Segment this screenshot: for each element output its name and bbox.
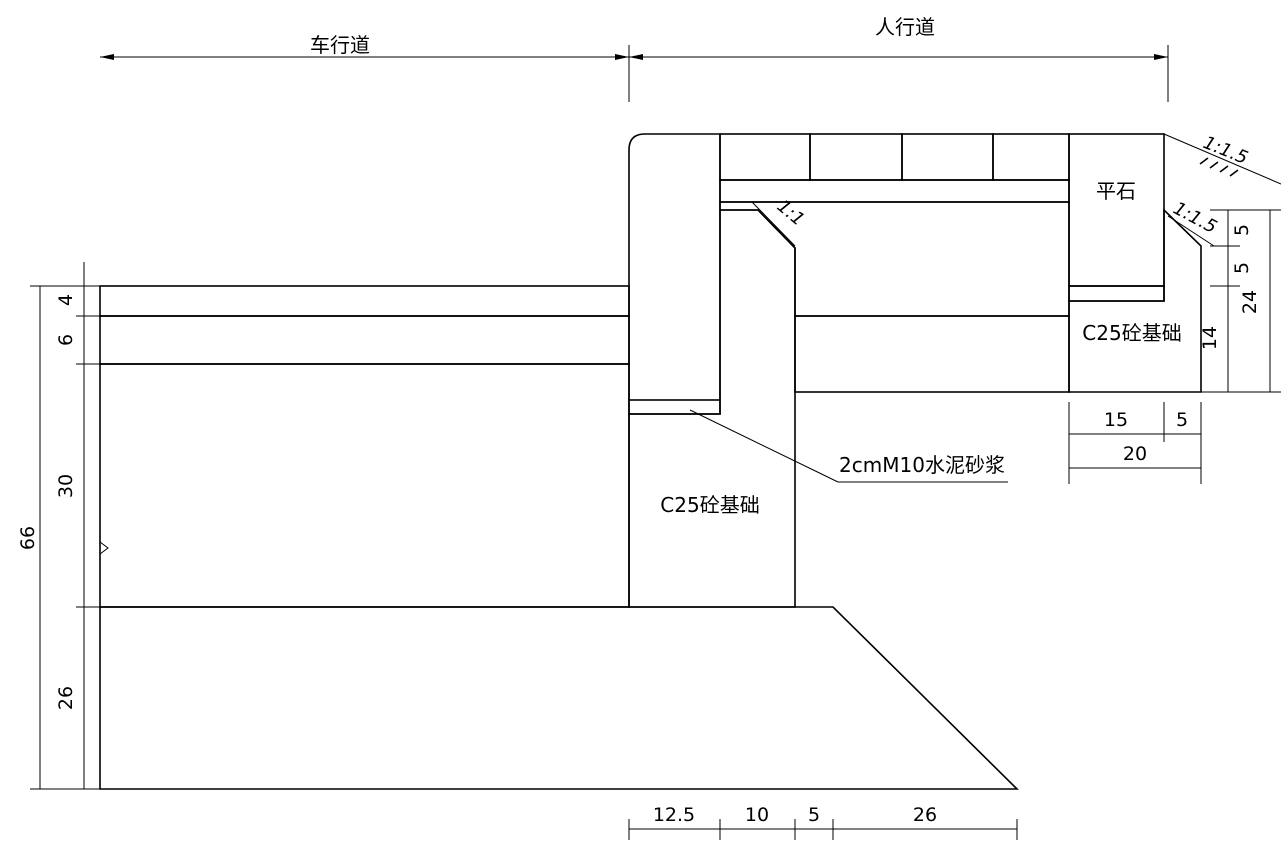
gravel-subbase — [99, 606, 1019, 790]
mortar-label: 2cmM10水泥砂浆 — [839, 453, 1005, 477]
dim-30: 30 — [55, 474, 77, 498]
dim-26-bottom: 26 — [913, 804, 937, 826]
flat-stone-base-label: C25砼基础 — [1082, 321, 1181, 345]
flat-stone-label: 平石 — [1096, 179, 1136, 203]
sidewalk-paving-block-2 — [809, 133, 903, 181]
flat-stone — [1068, 133, 1165, 287]
dim-66: 66 — [17, 526, 39, 550]
break-mark — [99, 541, 109, 555]
dim-6: 6 — [55, 334, 77, 346]
sidewalk-paving-block-4 — [992, 133, 1070, 181]
sidewalk-dim-arrow-right — [1154, 54, 1168, 60]
dim-15: 15 — [1104, 409, 1128, 431]
dim-20: 20 — [1123, 443, 1147, 465]
curb-stone — [628, 133, 721, 400]
sidewalk-paving-block-1 — [719, 133, 811, 181]
roadway-dim-arrow-right — [615, 54, 629, 60]
slope-hatch — [1199, 157, 1239, 177]
flat-stone-mortar — [1068, 285, 1165, 302]
concrete-base-layer — [99, 363, 630, 608]
dim-12-5: 12.5 — [653, 804, 695, 826]
slope-line-mid — [1167, 215, 1215, 247]
slope-line-top — [1163, 133, 1281, 185]
roadway-label: 车行道 — [310, 33, 370, 57]
sidewalk-paving-block-3 — [901, 133, 994, 181]
surface-layer-6cm — [99, 315, 630, 365]
dim-5-bottom: 5 — [808, 804, 820, 826]
curb-slope-line — [751, 201, 796, 247]
curb-base-label: C25砼基础 — [660, 493, 759, 517]
dim-5-upper: 5 — [1231, 224, 1253, 236]
slope-label-top: 1:1.5 — [1200, 132, 1251, 169]
dim-5-flatstone: 5 — [1176, 409, 1188, 431]
sidewalk-concrete-layer — [719, 201, 1070, 317]
dim-10: 10 — [745, 804, 769, 826]
sidewalk-dim-arrow-left — [629, 54, 643, 60]
sidewalk-sand-bed — [719, 179, 1070, 203]
dim-5-lower: 5 — [1231, 262, 1253, 274]
dim-24: 24 — [1239, 290, 1261, 314]
slope-label-mid: 1:1.5 — [1170, 198, 1221, 238]
sidewalk-label: 人行道 — [875, 15, 935, 39]
curb-mortar-bed — [628, 399, 721, 415]
sidewalk-cement-stabilised-layer — [794, 315, 1070, 393]
slope-label-curb: 1:1 — [773, 196, 809, 231]
surface-layer-4cm — [99, 285, 630, 317]
dim-14: 14 — [1199, 326, 1221, 350]
curb-concrete-base — [628, 209, 796, 608]
mortar-leader-line — [689, 409, 839, 483]
dim-26-left: 26 — [55, 686, 77, 710]
flat-stone-concrete-base — [1068, 208, 1202, 393]
dim-4: 4 — [55, 294, 77, 306]
roadway-dim-arrow-left — [100, 54, 114, 60]
